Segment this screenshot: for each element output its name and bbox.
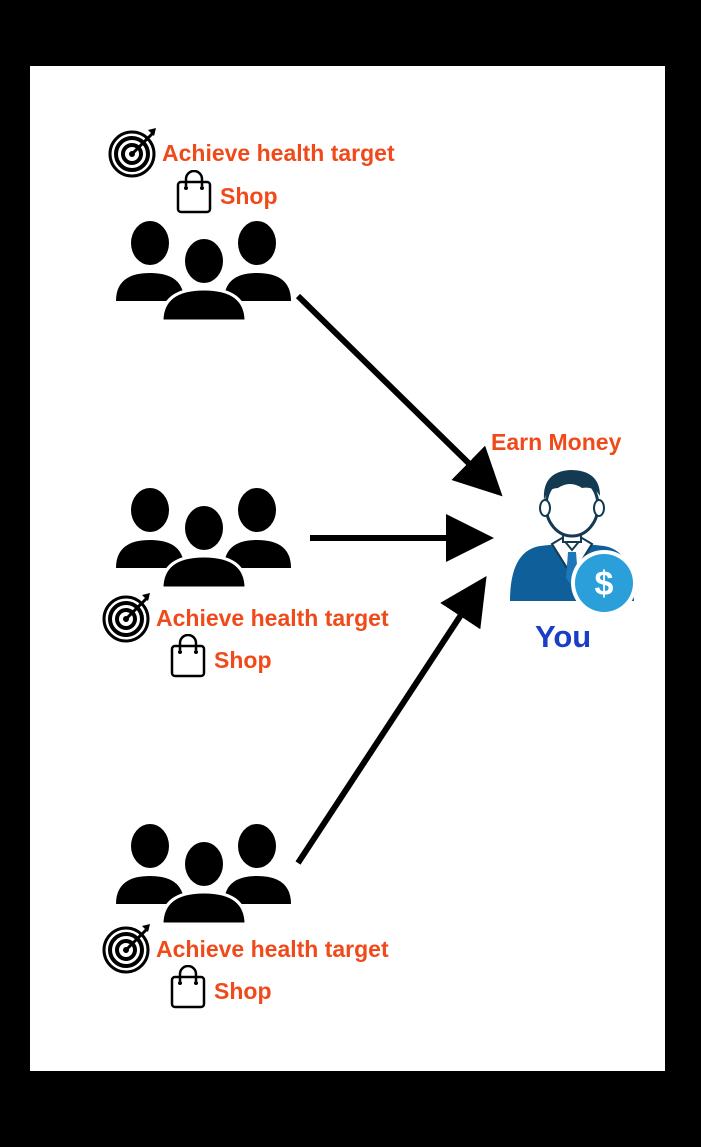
shopping-bag-icon bbox=[170, 965, 206, 1009]
earn-money-label: Earn Money bbox=[491, 429, 622, 455]
people-group-icon bbox=[116, 488, 291, 588]
people-group-icon bbox=[116, 824, 291, 924]
achieve-target-label: Achieve health target bbox=[156, 605, 389, 631]
dollar-symbol: $ bbox=[595, 565, 614, 603]
shop-label: Shop bbox=[220, 183, 278, 209]
arrows-layer bbox=[295, 293, 503, 865]
dollar-coin-icon: $ bbox=[571, 550, 637, 616]
target-icon bbox=[108, 128, 156, 178]
target-icon bbox=[102, 593, 150, 643]
shopping-bag-icon bbox=[170, 634, 206, 678]
you-label: You bbox=[535, 619, 592, 654]
shop-label: Shop bbox=[214, 978, 272, 1004]
arrow-icon bbox=[295, 575, 487, 865]
arrow-icon bbox=[295, 293, 503, 497]
achieve-target-label: Achieve health target bbox=[162, 140, 395, 166]
shopping-bag-icon bbox=[176, 170, 212, 214]
people-group-icon bbox=[116, 221, 291, 321]
achieve-target-label: Achieve health target bbox=[156, 936, 389, 962]
shop-label: Shop bbox=[214, 647, 272, 673]
diagram-canvas: Achieve health target Shop bbox=[30, 66, 665, 1071]
target-icon bbox=[102, 924, 150, 974]
